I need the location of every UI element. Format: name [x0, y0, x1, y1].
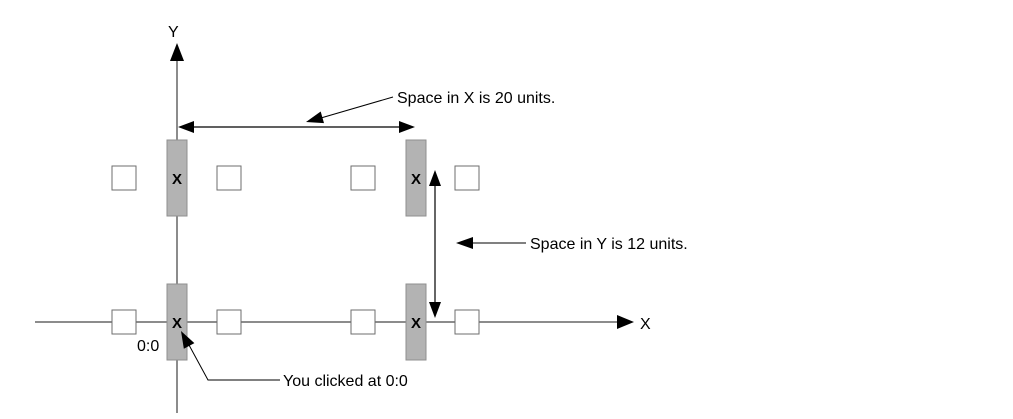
y-axis-label: Y — [168, 24, 179, 41]
space-x-leader-line — [313, 96, 394, 121]
grid-point[interactable] — [111, 165, 137, 191]
grid-point[interactable] — [454, 309, 480, 335]
y-spacing-top-arrow-icon — [429, 170, 441, 186]
space-y-label: Space in Y is 12 units. — [530, 236, 688, 253]
x-spacing-arrow — [178, 121, 415, 133]
space-x-label: Space in X is 20 units. — [397, 90, 555, 107]
selected-grid-point[interactable] — [166, 139, 188, 217]
x-spacing-right-arrow-icon — [399, 121, 415, 133]
grid-point[interactable] — [350, 165, 376, 191]
grid-point[interactable] — [216, 165, 242, 191]
space-x-leader-arrow-icon — [306, 111, 324, 124]
clicked-leader-line — [188, 344, 280, 381]
x-axis-label: X — [640, 316, 651, 333]
space-y-annotation: Space in Y is 12 units. — [456, 236, 688, 253]
origin-label: 0:0 — [137, 338, 159, 355]
selected-grid-point[interactable] — [166, 283, 188, 361]
grid-point[interactable] — [216, 309, 242, 335]
grid-row-bottom: X X — [111, 283, 480, 361]
selected-point-label: X — [411, 171, 421, 188]
clicked-leader-arrow-icon — [181, 331, 195, 349]
y-axis-arrow-icon — [170, 43, 184, 61]
clicked-label: You clicked at 0:0 — [283, 373, 408, 390]
grid-point[interactable] — [350, 309, 376, 335]
grid-point[interactable] — [111, 309, 137, 335]
selected-point-label: X — [172, 315, 182, 332]
x-axis-arrow-icon — [617, 315, 634, 329]
x-spacing-left-arrow-icon — [178, 121, 194, 133]
clicked-annotation: You clicked at 0:0 — [181, 331, 408, 390]
grid-point[interactable] — [454, 165, 480, 191]
space-x-annotation: Space in X is 20 units. — [306, 90, 555, 124]
space-y-leader-arrow-icon — [456, 237, 473, 249]
y-spacing-arrow — [429, 170, 441, 318]
selected-point-label: X — [172, 171, 182, 188]
y-spacing-bottom-arrow-icon — [429, 302, 441, 318]
selected-grid-point[interactable] — [405, 283, 427, 361]
grid-row-top: X X — [111, 139, 480, 217]
selected-point-label: X — [411, 315, 421, 332]
selected-grid-point[interactable] — [405, 139, 427, 217]
